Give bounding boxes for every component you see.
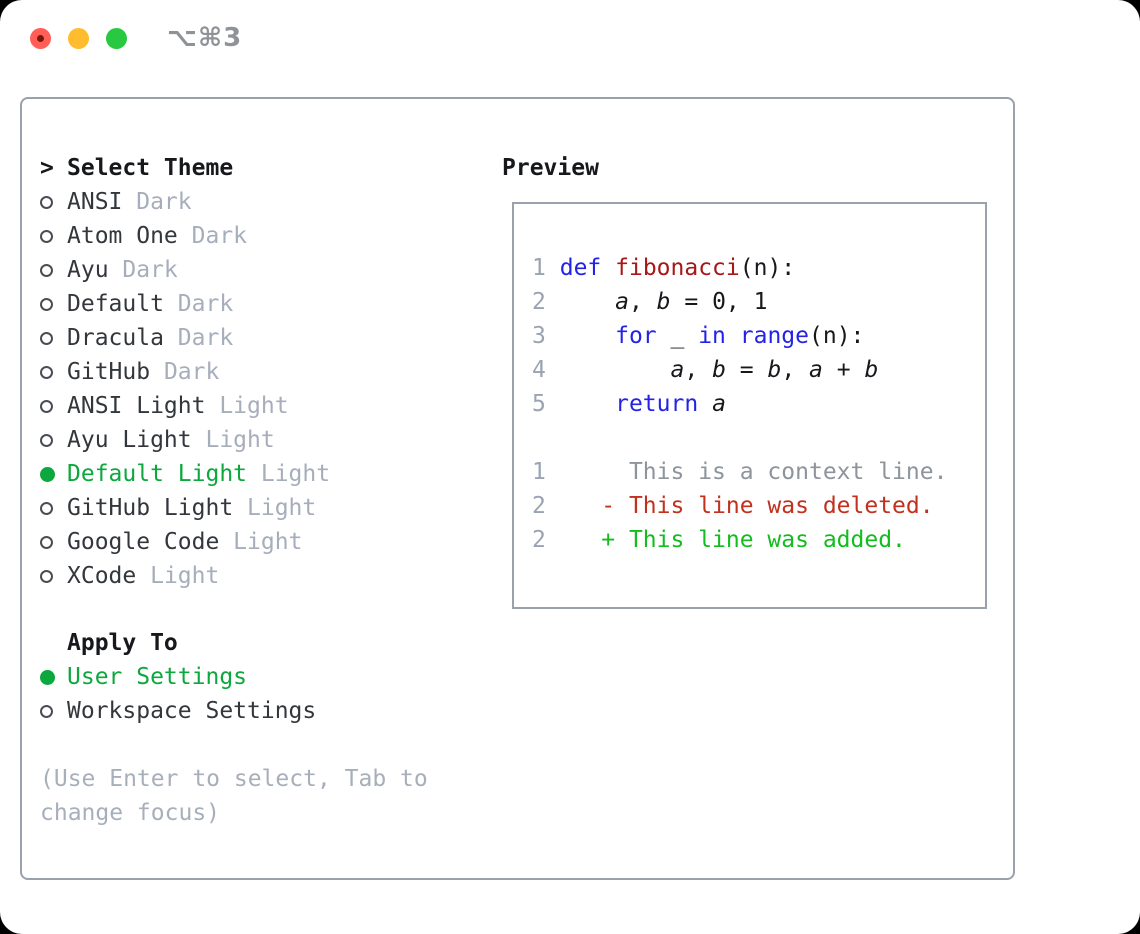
theme-option-variant: Dark (163, 325, 234, 351)
code-line: 4 a, b = b, a + b (532, 357, 879, 383)
theme-option-variant: Dark (177, 223, 248, 249)
section-gap (40, 593, 490, 626)
preview-title: Preview (502, 155, 599, 181)
radio-icon (40, 229, 67, 243)
theme-option-variant: Light (205, 393, 289, 419)
theme-option-name: Default Light (67, 461, 248, 487)
theme-option-name: ANSI Light (67, 393, 206, 419)
code-line: 1 This is a context line. (532, 459, 948, 485)
code-line: 3 for _ in range(n): (532, 323, 865, 349)
theme-option-variant: Dark (150, 359, 220, 385)
line-number: 2 (532, 289, 546, 315)
code-line: 2 a, b = 0, 1 (532, 289, 768, 315)
theme-option-variant: Light (233, 495, 317, 521)
theme-option[interactable]: GitHub Light Light (40, 491, 490, 525)
hint-line: change focus) (40, 800, 221, 826)
hint-text: (Use Enter to select, Tab to change focus… (40, 762, 490, 830)
line-number: 3 (532, 323, 546, 349)
theme-option-name: XCode (67, 563, 137, 589)
code-line: 1 def fibonacci(n): (532, 255, 796, 281)
line-number: 4 (532, 357, 546, 383)
line-number: 2 (532, 493, 546, 519)
radio-icon (40, 195, 67, 209)
code-line: 2 - This line was deleted. (532, 493, 934, 519)
theme-option-name: Ayu Light (67, 427, 192, 453)
theme-option[interactable]: ANSI Light Light (40, 389, 490, 423)
line-number: 1 (532, 255, 546, 281)
radio-selected-icon (40, 466, 67, 482)
apply-to-option-label: User Settings (67, 664, 248, 690)
window-shortcut-label: ⌥⌘3 (167, 23, 243, 53)
select-theme-header: > Select Theme (40, 151, 490, 185)
theme-option[interactable]: Ayu Dark (40, 253, 490, 287)
titlebar: ⌥⌘3 (0, 0, 1140, 76)
theme-option-name: Dracula (67, 325, 164, 351)
theme-option[interactable]: XCode Light (40, 559, 490, 593)
radio-icon (40, 297, 67, 311)
theme-option-variant: Light (136, 563, 220, 589)
code-line: 5 return a (532, 391, 726, 417)
theme-option-variant: Dark (108, 257, 178, 283)
theme-option-variant: Light (247, 461, 331, 487)
theme-option-name: GitHub Light (67, 495, 234, 521)
code-line: 2 + This line was added. (532, 527, 906, 553)
preview-box: 1 def fibonacci(n): 2 a, b = 0, 1 3 for _ … (512, 202, 987, 609)
radio-icon (40, 535, 67, 549)
prompt-caret-glyph: > (40, 155, 54, 181)
line-number: 2 (532, 527, 546, 553)
radio-icon (40, 263, 67, 277)
radio-icon (40, 501, 67, 515)
theme-option[interactable]: Atom One Dark (40, 219, 490, 253)
theme-option[interactable]: Google Code Light (40, 525, 490, 559)
theme-option-variant: Dark (122, 189, 192, 215)
theme-option-name: Atom One (67, 223, 178, 249)
radio-icon (40, 704, 67, 718)
select-theme-title: Select Theme (67, 155, 234, 181)
apply-to-option-label: Workspace Settings (67, 698, 317, 724)
radio-icon (40, 399, 67, 413)
radio-icon (40, 331, 67, 345)
theme-option-variant: Light (219, 529, 303, 555)
theme-option-name: ANSI (67, 189, 123, 215)
theme-option-name: Ayu (67, 257, 109, 283)
theme-option-name: Google Code (67, 529, 220, 555)
unsaved-indicator-dot-icon (37, 35, 44, 42)
theme-option-name: GitHub (67, 359, 151, 385)
code-preview: 1 def fibonacci(n): 2 a, b = 0, 1 3 for _ … (532, 251, 985, 557)
theme-option[interactable]: ANSI Dark (40, 185, 490, 219)
theme-option[interactable]: Default Dark (40, 287, 490, 321)
theme-option[interactable]: Dracula Dark (40, 321, 490, 355)
section-gap (40, 728, 490, 762)
line-number: 1 (532, 459, 546, 485)
theme-option[interactable]: Default Light Light (40, 457, 490, 491)
theme-option-variant: Dark (163, 291, 234, 317)
apply-to-option[interactable]: User Settings (40, 660, 490, 694)
close-button[interactable] (30, 28, 51, 49)
radio-icon (40, 433, 67, 447)
minimize-button[interactable] (68, 28, 89, 49)
theme-option[interactable]: Ayu Light Light (40, 423, 490, 457)
theme-option-name: Default (67, 291, 164, 317)
radio-selected-icon (40, 669, 67, 685)
radio-icon (40, 569, 67, 583)
line-number: 5 (532, 391, 546, 417)
prompt-caret: > (40, 155, 67, 181)
apply-to-header: Apply To (40, 626, 490, 660)
theme-option[interactable]: GitHub Dark (40, 355, 490, 389)
hint-line: (Use Enter to select, Tab to (40, 766, 428, 792)
maximize-button[interactable] (106, 28, 127, 49)
code-line (532, 421, 985, 455)
apply-to-title: Apply To (67, 630, 178, 656)
preview-header: Preview (502, 151, 599, 185)
radio-icon (40, 365, 67, 379)
theme-option-variant: Light (191, 427, 275, 453)
apply-to-option[interactable]: Workspace Settings (40, 694, 490, 728)
